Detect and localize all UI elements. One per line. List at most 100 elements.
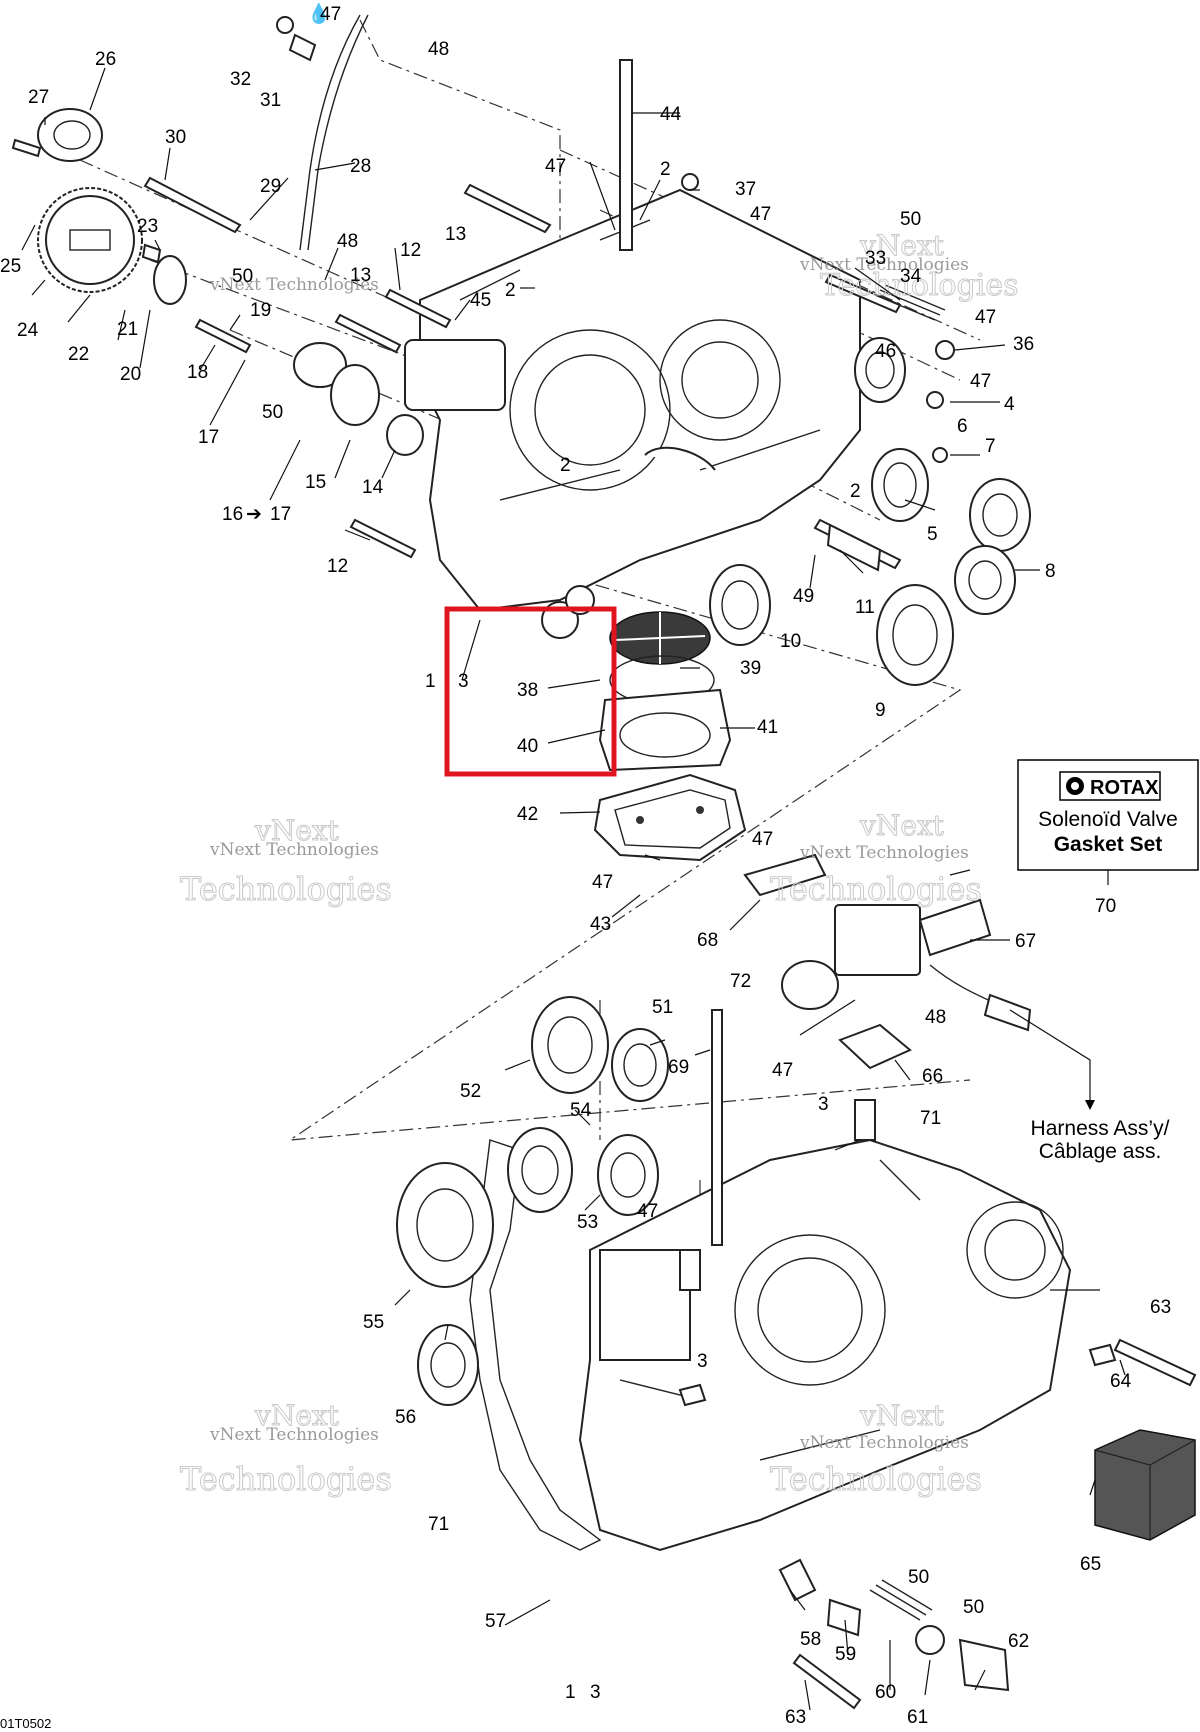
- callout-23: 23: [137, 216, 158, 237]
- callout-4: 4: [1004, 394, 1015, 415]
- watermark-small-4: vNext Technologies: [799, 843, 969, 863]
- watermark-tech-1: Technologies: [820, 268, 1019, 303]
- callout-65: 65: [1080, 1554, 1101, 1575]
- callout-32: 32: [230, 69, 251, 90]
- callout-42: 42: [517, 804, 538, 825]
- callout-52: 52: [460, 1081, 481, 1102]
- callout-13b: 13: [445, 224, 466, 245]
- callout-29: 29: [260, 176, 281, 197]
- callout-11: 11: [855, 597, 875, 618]
- rotax-line2: Gasket Set: [1054, 833, 1163, 856]
- callout-61: 61: [907, 1707, 928, 1728]
- callout-63a: 63: [1150, 1297, 1171, 1318]
- callout-7: 7: [985, 436, 996, 457]
- watermark-small-6: vNext Technologies: [799, 1433, 969, 1453]
- solenoid-67: [743, 853, 1032, 1070]
- callout-68: 68: [697, 930, 718, 951]
- callout-10: 10: [780, 631, 801, 652]
- callout-72: 72: [730, 971, 751, 992]
- watermarks: vNext vNext Technologies Technologies vN…: [180, 229, 1020, 1499]
- callout-2a: 2: [505, 280, 516, 301]
- callout-47f: 47: [752, 829, 773, 850]
- callout-20: 20: [120, 364, 141, 385]
- block-65: [1094, 1429, 1196, 1541]
- callout-33: 33: [865, 248, 886, 269]
- callout-71a: 71: [920, 1108, 941, 1129]
- callout-46: 46: [875, 341, 896, 362]
- callout-13a: 13: [350, 265, 371, 286]
- callout-17a: 17: [198, 427, 219, 448]
- callout-62: 62: [1008, 1631, 1029, 1652]
- drop-icon: 💧: [307, 2, 331, 25]
- callout-2c: 2: [660, 159, 671, 180]
- callout-47b: 47: [545, 156, 566, 177]
- watermark-small-2: vNext Technologies: [209, 275, 379, 295]
- callout-47i: 47: [637, 1201, 658, 1222]
- callout-27: 27: [28, 87, 49, 108]
- bearings: [396, 337, 1031, 1406]
- callout-3c: 3: [697, 1351, 708, 1372]
- callout-47h: 47: [772, 1060, 793, 1081]
- misc-parts: [11, 16, 1117, 1692]
- callout-51: 51: [652, 997, 673, 1018]
- callout-64: 64: [1110, 1371, 1132, 1392]
- callout-57: 57: [485, 1611, 506, 1632]
- callout-45: 45: [470, 290, 491, 311]
- strainer-38: [598, 611, 732, 772]
- callout-38: 38: [517, 680, 538, 701]
- highlight-box: [444, 606, 617, 777]
- callout-48b: 48: [337, 231, 358, 252]
- callout-30: 30: [165, 127, 186, 148]
- watermark-small-3: vNext Technologies: [209, 840, 379, 860]
- callout-50e: 50: [963, 1597, 984, 1618]
- assembly-lines: [79, 19, 981, 1250]
- callout-9: 9: [875, 700, 886, 721]
- callout-47c: 47: [750, 204, 771, 225]
- callout-5: 5: [927, 524, 938, 545]
- callout-1: 1: [425, 671, 436, 692]
- callout-50a: 50: [232, 266, 253, 287]
- callout-71b: 71: [428, 1514, 449, 1535]
- callout-55: 55: [363, 1312, 384, 1333]
- gear-24: [37, 187, 143, 293]
- callout-50c: 50: [900, 209, 921, 230]
- callout-2d: 2: [850, 481, 861, 502]
- callout-56: 56: [395, 1407, 416, 1428]
- callout-34: 34: [900, 266, 922, 287]
- watermark-small-1: vNext Technologies: [799, 255, 969, 275]
- upper-crankcase: [404, 188, 861, 639]
- callout-63b: 63: [785, 1707, 806, 1728]
- watermark-tech-2: Technologies: [180, 870, 392, 908]
- rotax-line1: Solenoïd Valve: [1038, 808, 1178, 831]
- callout-47e: 47: [970, 371, 991, 392]
- watermark-tech-5: Technologies: [770, 1460, 982, 1498]
- callout-18: 18: [187, 362, 208, 383]
- oil-pump-26: [37, 108, 103, 162]
- callout-59: 59: [835, 1644, 856, 1665]
- callout-3b: 3: [818, 1094, 829, 1115]
- arrow-right-icon: ➔: [246, 504, 262, 525]
- callout-16: 16: [222, 504, 243, 525]
- callout-19: 19: [250, 300, 271, 321]
- watermark-tech-4: Technologies: [180, 1460, 392, 1498]
- callout-2b: 2: [560, 455, 571, 476]
- callout-12b: 12: [327, 556, 348, 577]
- reference-code: 01T0502: [0, 1716, 51, 1731]
- leader-lines: [21, 67, 1126, 1711]
- callout-48c: 48: [925, 1007, 946, 1028]
- callout-39: 39: [740, 658, 761, 679]
- gasket-57: [469, 1139, 602, 1551]
- callout-50b: 50: [262, 402, 283, 423]
- callout-40: 40: [517, 736, 538, 757]
- callout-12a: 12: [400, 240, 421, 261]
- callout-8: 8: [1045, 561, 1056, 582]
- callout-69: 69: [668, 1057, 689, 1078]
- callout-50d: 50: [908, 1567, 929, 1588]
- watermark-brand-5: vNext: [859, 1399, 945, 1432]
- callout-43: 43: [590, 914, 611, 935]
- callout-22: 22: [68, 344, 89, 365]
- callout-3d: 3: [590, 1682, 601, 1703]
- callout-28: 28: [350, 156, 371, 177]
- callout-60: 60: [875, 1682, 896, 1703]
